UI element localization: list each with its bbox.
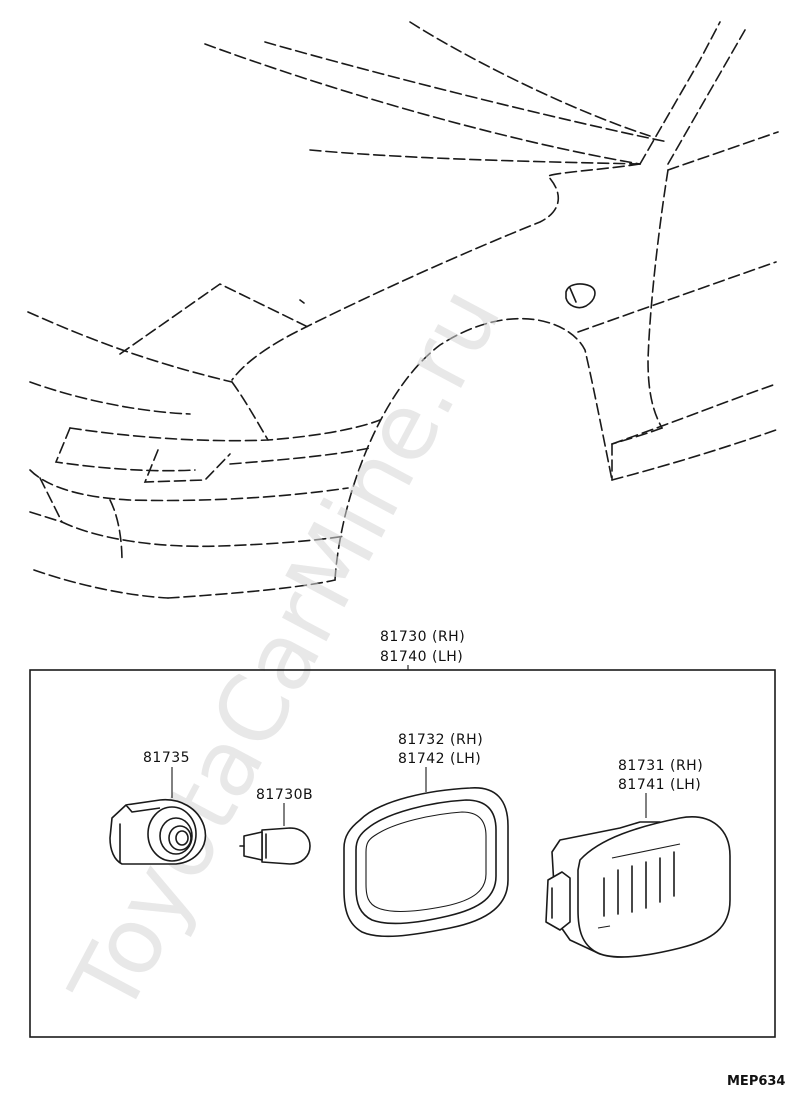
assembly-box [29,669,776,1038]
bulb-part-number: 81730B [256,787,313,803]
gasket-illustration [343,787,509,938]
assembly-label-lh: 81740 (LH) [380,649,463,665]
gasket-label-rh: 81732 (RH) [398,732,483,748]
fender-side-marker [565,283,596,309]
car-body-outline [27,21,779,599]
socket-part-number: 81735 [143,750,190,766]
lens-illustration [545,816,731,958]
assembly-label-rh: 81730 (RH) [380,629,465,645]
lens-label-lh: 81741 (LH) [618,777,701,793]
bulb-illustration [239,827,311,865]
figure-code: MEP634 [727,1074,785,1089]
lens-label-rh: 81731 (RH) [618,758,703,774]
gasket-label-lh: 81742 (LH) [398,751,481,767]
socket-illustration [109,799,207,865]
